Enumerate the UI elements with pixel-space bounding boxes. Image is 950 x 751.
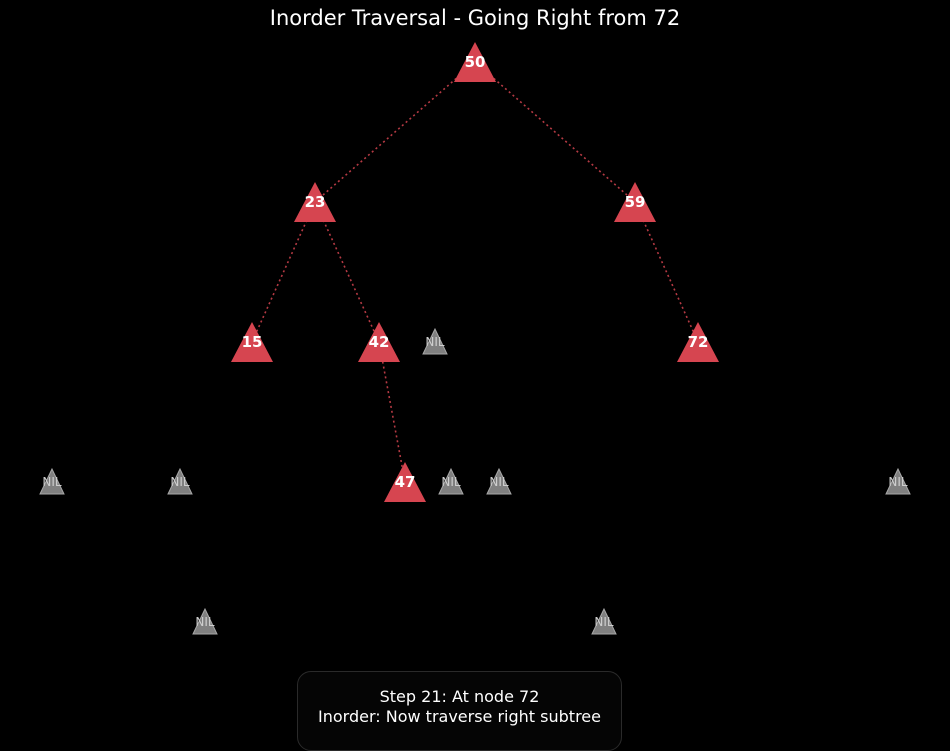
tree-node-47: 47 [384, 462, 426, 502]
node-label: 50 [465, 53, 486, 71]
status-step: Step 21: At node 72 [379, 687, 540, 706]
tree-edge-23-42 [314, 201, 380, 343]
node-label: 15 [242, 333, 263, 351]
node-triangle [384, 462, 426, 502]
node-label: 23 [305, 193, 326, 211]
nil-leaf: NIL [591, 607, 617, 635]
node-triangle [677, 322, 719, 362]
nil-triangle [39, 467, 65, 495]
nil-leaf: NIL [486, 467, 512, 495]
nil-label: NIL [42, 475, 62, 489]
nil-triangle [192, 607, 218, 635]
nil-triangle [167, 467, 193, 495]
edges-layer [251, 61, 699, 483]
nil-layer: NIL NIL NIL NIL NIL NIL NIL NIL [39, 327, 911, 635]
nil-label: NIL [170, 475, 190, 489]
node-label: 59 [625, 193, 646, 211]
tree-edge-42-47 [378, 341, 406, 483]
tree-node-23: 23 [294, 182, 336, 222]
tree-node-59: 59 [614, 182, 656, 222]
tree-node-50: 50 [454, 42, 496, 82]
tree-node-72: 72 [677, 322, 719, 362]
node-label: 42 [369, 333, 390, 351]
nil-label: NIL [195, 615, 215, 629]
tree-edge-59-72 [634, 201, 699, 343]
node-triangle [294, 182, 336, 222]
nil-leaf: NIL [438, 467, 464, 495]
nil-triangle [438, 467, 464, 495]
nil-triangle [885, 467, 911, 495]
nil-leaf: NIL [422, 327, 448, 355]
nil-label: NIL [489, 475, 509, 489]
node-label: 72 [688, 333, 709, 351]
nil-label: NIL [888, 475, 908, 489]
nil-triangle [591, 607, 617, 635]
diagram-title: Inorder Traversal - Going Right from 72 [269, 6, 681, 30]
nil-triangle [422, 327, 448, 355]
node-triangle [454, 42, 496, 82]
tree-edge-23-15 [251, 201, 316, 343]
nodes-layer: 50 23 59 15 42 72 47 [231, 42, 719, 502]
node-triangle [358, 322, 400, 362]
nil-triangle [486, 467, 512, 495]
node-triangle [231, 322, 273, 362]
nil-leaf: NIL [39, 467, 65, 495]
tree-node-42: 42 [358, 322, 400, 362]
tree-edge-50-23 [314, 61, 476, 203]
nil-leaf: NIL [885, 467, 911, 495]
status-box: Step 21: At node 72 Inorder: Now travers… [297, 671, 622, 751]
node-label: 47 [395, 473, 416, 491]
nil-label: NIL [594, 615, 614, 629]
nil-leaf: NIL [192, 607, 218, 635]
nil-leaf: NIL [167, 467, 193, 495]
status-message: Inorder: Now traverse right subtree [318, 707, 601, 726]
node-triangle [614, 182, 656, 222]
tree-edge-50-59 [474, 61, 636, 203]
nil-label: NIL [425, 335, 445, 349]
tree-node-15: 15 [231, 322, 273, 362]
nil-label: NIL [441, 475, 461, 489]
